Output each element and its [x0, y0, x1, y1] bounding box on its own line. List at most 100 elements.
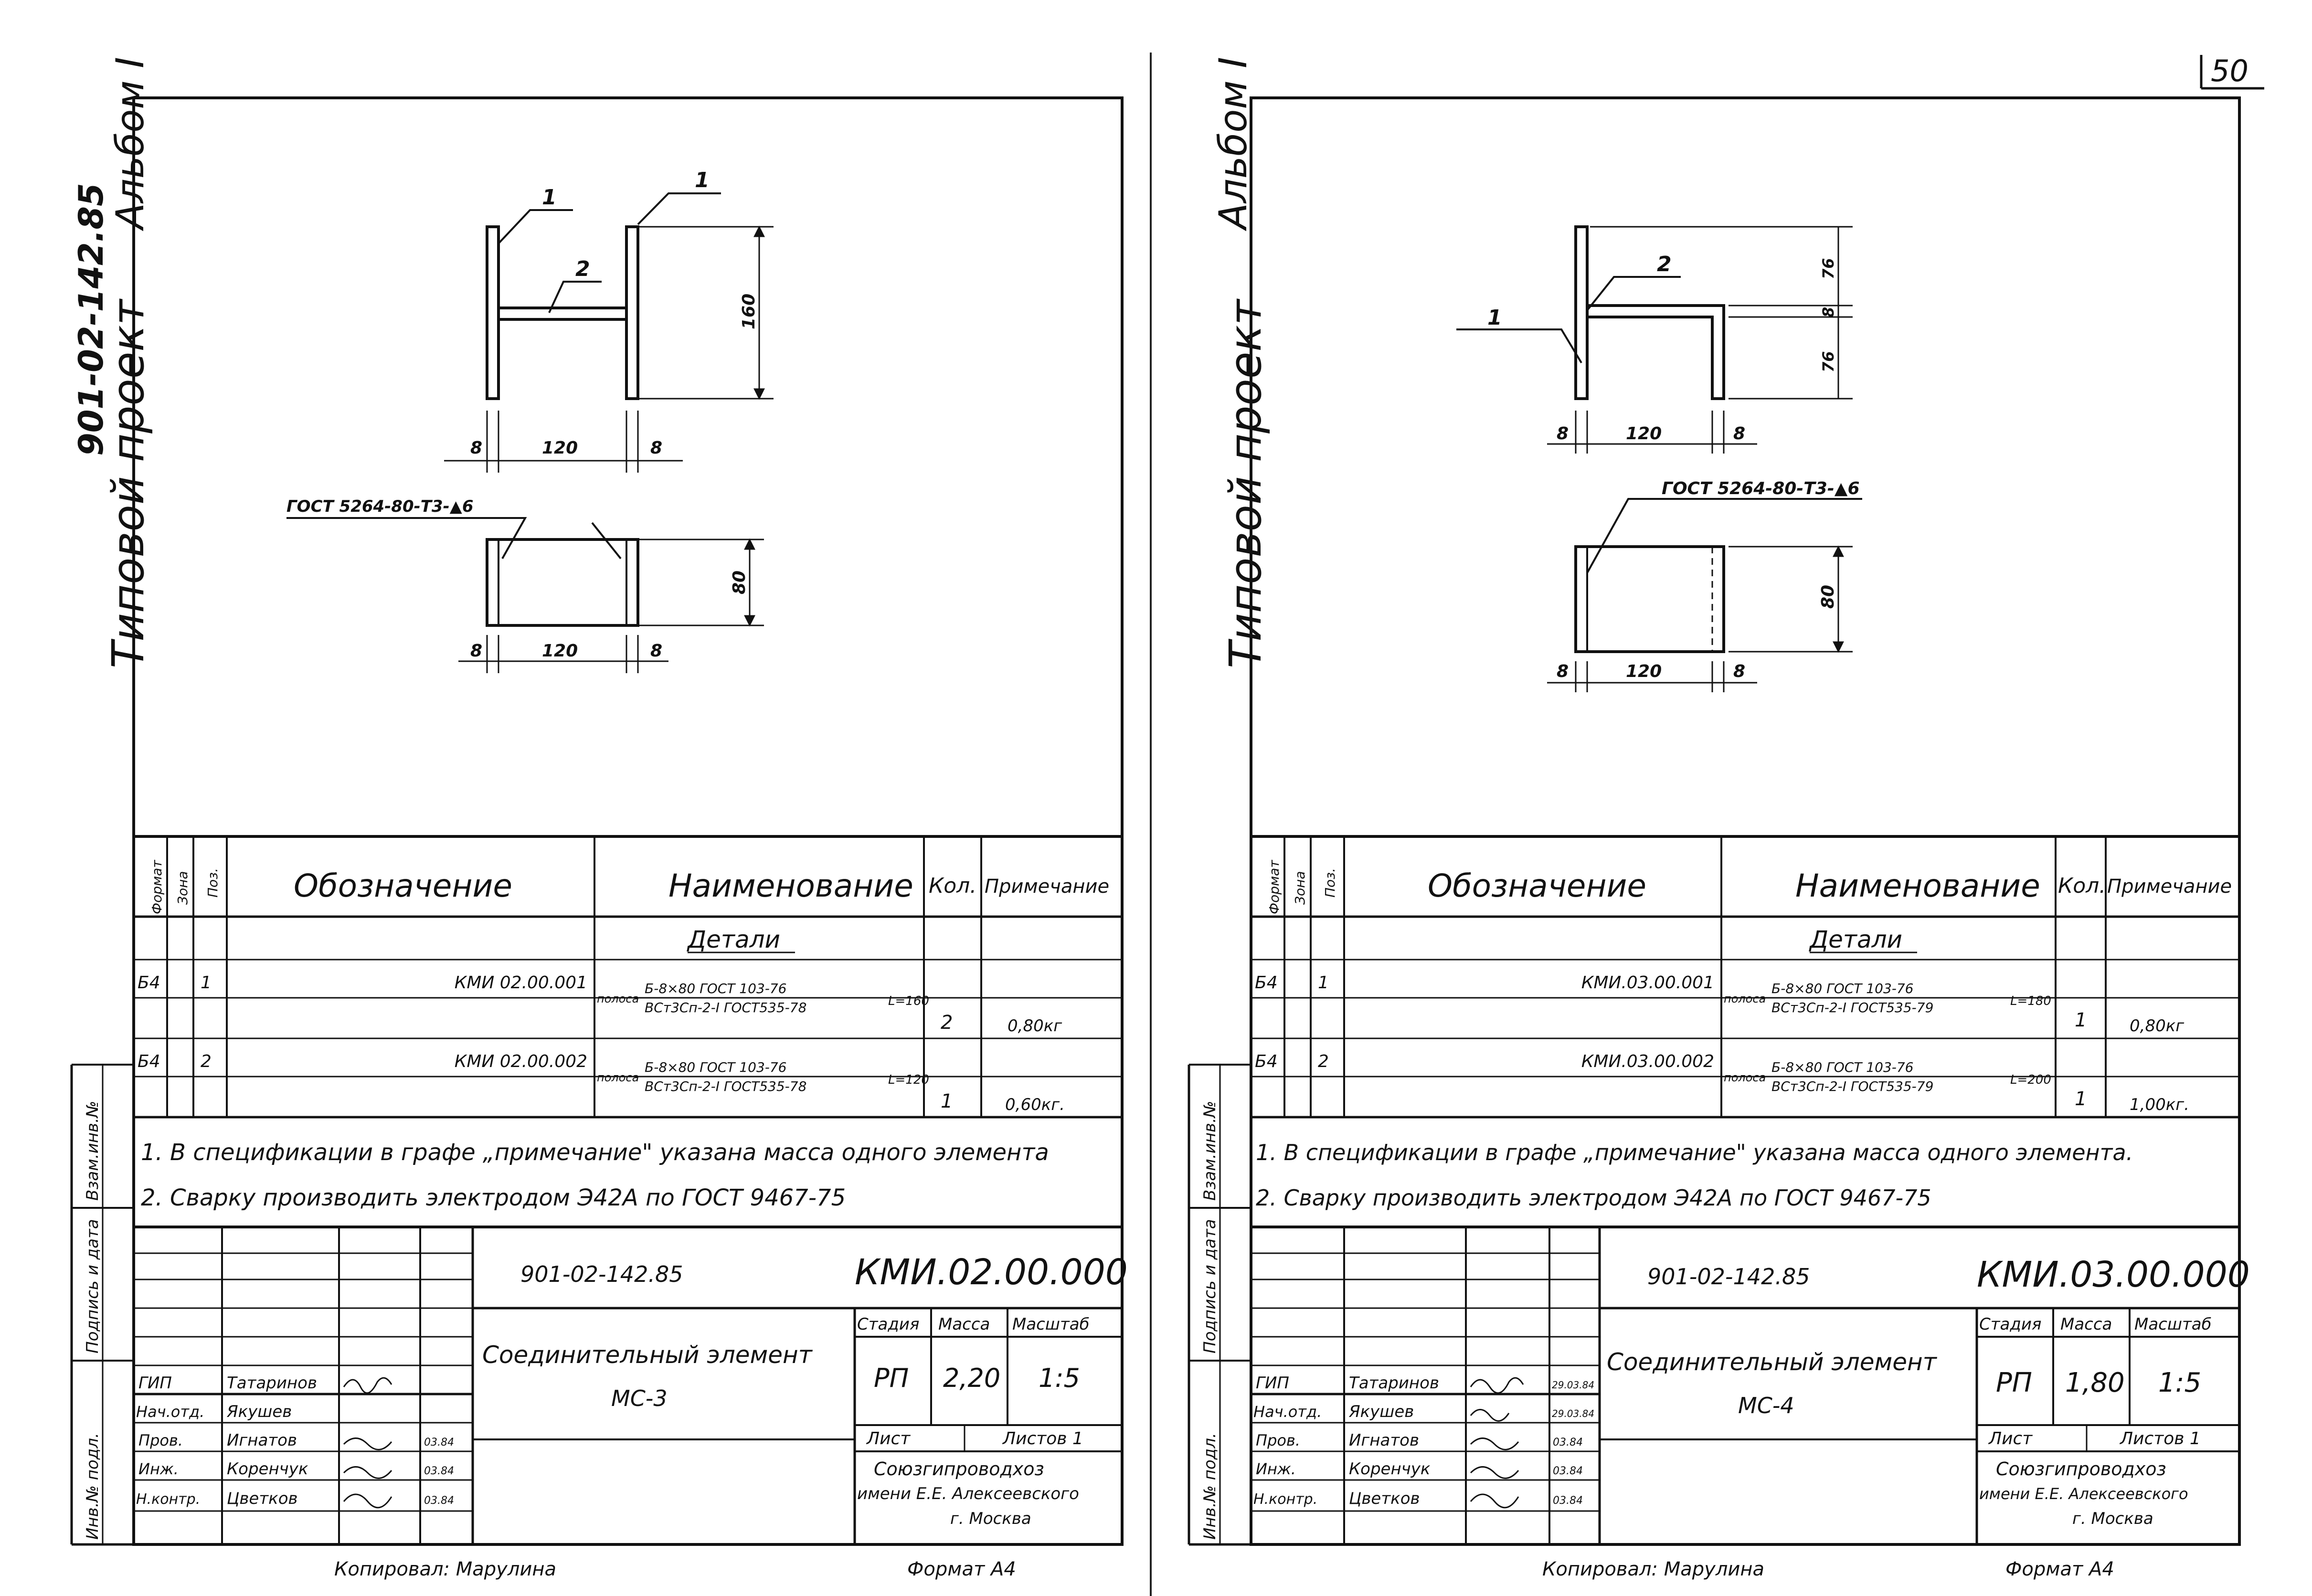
- right-text: Типовой проект Альбом I Взам.инв.№ Подпи…: [1200, 57, 2250, 1580]
- left-row2-note: 0,60кг.: [1005, 1095, 1065, 1114]
- right-tb-sheet-label: Лист: [1988, 1429, 2033, 1448]
- right-tb-org3: г. Москва: [2072, 1509, 2153, 1528]
- left-hdr-designation: Обозначение: [294, 867, 512, 904]
- left-hdr-zone: Зона: [175, 871, 191, 905]
- left-weld-note: ГОСТ 5264-80-Т3-▲6: [286, 497, 473, 516]
- left-person-5: Цветков: [227, 1489, 298, 1508]
- right-date-4: 03.84: [1553, 1465, 1583, 1477]
- right-row1-name-bot: ВСт3Сп-2-I ГОСТ535-79: [1771, 1000, 1933, 1015]
- left-tb-stage-label: Стадия: [857, 1315, 919, 1334]
- left-note-2: 2. Сварку производить электродом Э42А по…: [141, 1184, 846, 1211]
- left-tb-org3: г. Москва: [950, 1509, 1031, 1528]
- right-role-4: Инж.: [1256, 1460, 1296, 1478]
- right-person-4: Коренчук: [1349, 1459, 1431, 1479]
- right-footer-format: Формат А4: [2005, 1558, 2114, 1580]
- left-row1-pos: 1: [201, 973, 212, 993]
- right-date-2: 29.03.84: [1552, 1408, 1594, 1419]
- right-row2-name-top: Б-8×80 ГОСТ 103-76: [1771, 1059, 1914, 1075]
- left-margin-signature: Подпись и дата: [83, 1219, 102, 1353]
- right-note-1: 1. В спецификации в графе „примечание" у…: [1256, 1140, 2133, 1165]
- right-tb-org1: Союзгипроводхоз: [1996, 1459, 2166, 1480]
- left-row1-designation: КМИ 02.00.001: [455, 973, 587, 993]
- sheet-right: [1188, 96, 2241, 1546]
- left-tb-sheet-label: Лист: [866, 1429, 911, 1448]
- left-dim-8d: 8: [650, 641, 662, 661]
- left-row2-qty: 1: [941, 1090, 953, 1112]
- left-tb-name1: Соединительный элемент: [482, 1341, 813, 1369]
- left-dim-120a: 120: [542, 438, 578, 458]
- left-hdr-format: Формат: [149, 860, 165, 914]
- right-role-3: Пров.: [1256, 1431, 1300, 1449]
- right-tb-stage: РП: [1996, 1367, 2032, 1398]
- left-person-1: Татаринов: [227, 1374, 317, 1393]
- left-row2-pos: 2: [201, 1052, 212, 1071]
- left-side-code: 901-02-142.85: [72, 183, 111, 456]
- right-frame: [1250, 96, 2241, 1546]
- left-row2-format: Б4: [138, 1052, 160, 1071]
- left-section-details: Детали: [687, 926, 780, 953]
- left-person-4: Коренчук: [227, 1459, 308, 1479]
- left-date-5: 03.84: [424, 1495, 454, 1507]
- left-row1-prefix: полоса: [597, 992, 639, 1005]
- left-dim-80: 80: [730, 571, 749, 594]
- left-dim-160: 160: [739, 294, 759, 329]
- left-dim-120b: 120: [542, 641, 578, 661]
- right-person-1: Татаринов: [1349, 1374, 1439, 1393]
- right-section-details: Детали: [1809, 926, 1902, 953]
- right-hdr-designation: Обозначение: [1428, 867, 1646, 904]
- right-row2-note: 1,00кг.: [2130, 1095, 2189, 1114]
- right-row2-pos: 2: [1318, 1052, 1329, 1071]
- right-hdr-note: Примечание: [2107, 876, 2232, 898]
- right-dim-76b: 76: [1819, 351, 1837, 372]
- page-number: 50: [2211, 53, 2248, 88]
- right-dim-120b: 120: [1626, 662, 1662, 681]
- right-row1-name-top: Б-8×80 ГОСТ 103-76: [1771, 981, 1914, 996]
- right-tb-stage-label: Стадия: [1979, 1315, 2041, 1334]
- left-hdr-qty: Кол.: [929, 874, 976, 898]
- left-row1-name-bot: ВСт3Сп-2-I ГОСТ535-78: [645, 1000, 806, 1015]
- right-row2-name-bot: ВСт3Сп-2-I ГОСТ535-79: [1771, 1078, 1933, 1094]
- left-leader-label-2: 2: [575, 257, 590, 281]
- left-tb-name2: МС-3: [611, 1385, 668, 1411]
- right-row1-designation: КМИ.03.00.001: [1581, 973, 1714, 993]
- right-row1-format: Б4: [1255, 973, 1278, 993]
- left-dim-8b: 8: [650, 438, 662, 458]
- right-dim-8c: 8: [1557, 662, 1569, 681]
- left-date-4: 03.84: [424, 1465, 454, 1477]
- right-dim-80: 80: [1818, 585, 1838, 609]
- left-tb-org1: Союзгипроводхоз: [874, 1459, 1044, 1480]
- right-tb-mass-label: Масса: [2060, 1315, 2112, 1334]
- left-tb-project: 901-02-142.85: [520, 1261, 683, 1287]
- right-margin-signature: Подпись и дата: [1200, 1219, 1220, 1353]
- right-dim-8a: 8: [1557, 424, 1569, 444]
- right-role-1: ГИП: [1256, 1374, 1289, 1393]
- right-tb-code: КМИ.03.00.000: [1977, 1254, 2250, 1295]
- sheet-left: [70, 96, 1124, 1546]
- left-leader-label-1: 1: [542, 185, 557, 210]
- left-frame: [132, 96, 1124, 1546]
- left-row2-name-bot: ВСт3Сп-2-I ГОСТ535-78: [645, 1078, 806, 1094]
- left-role-4: Инж.: [138, 1460, 179, 1478]
- left-tb-org2: имени Е.Е. Алексеевского: [857, 1484, 1079, 1503]
- left-row1-length: L=160: [888, 994, 929, 1008]
- right-side-title: Типовой проект: [1220, 298, 1271, 668]
- right-margin-replace: Взам.инв.№: [1200, 1101, 1220, 1201]
- left-footer-copied: Копировал: Марулина: [334, 1558, 556, 1580]
- right-date-1: 29.03.84: [1552, 1379, 1594, 1391]
- right-hdr-name: Наименование: [1795, 867, 2040, 904]
- left-role-3: Пров.: [138, 1431, 183, 1449]
- left-side-album: Альбом I: [108, 57, 152, 232]
- left-dim-8c: 8: [470, 641, 482, 661]
- left-tb-scale-label: Масштаб: [1012, 1315, 1090, 1334]
- right-row2-qty: 1: [2075, 1088, 2087, 1110]
- right-dim-8d: 8: [1733, 662, 1745, 681]
- left-note-1: 1. В спецификации в графе „примечание" у…: [141, 1139, 1049, 1166]
- right-tb-name2: МС-4: [1738, 1393, 1794, 1418]
- right-role-2: Нач.отд.: [1253, 1403, 1322, 1421]
- left-tb-scale: 1:5: [1039, 1363, 1080, 1393]
- left-date-3: 03.84: [424, 1437, 454, 1448]
- right-person-3: Игнатов: [1349, 1431, 1419, 1450]
- left-row2-designation: КМИ 02.00.002: [455, 1052, 587, 1071]
- right-row2-prefix: полоса: [1724, 1071, 1766, 1084]
